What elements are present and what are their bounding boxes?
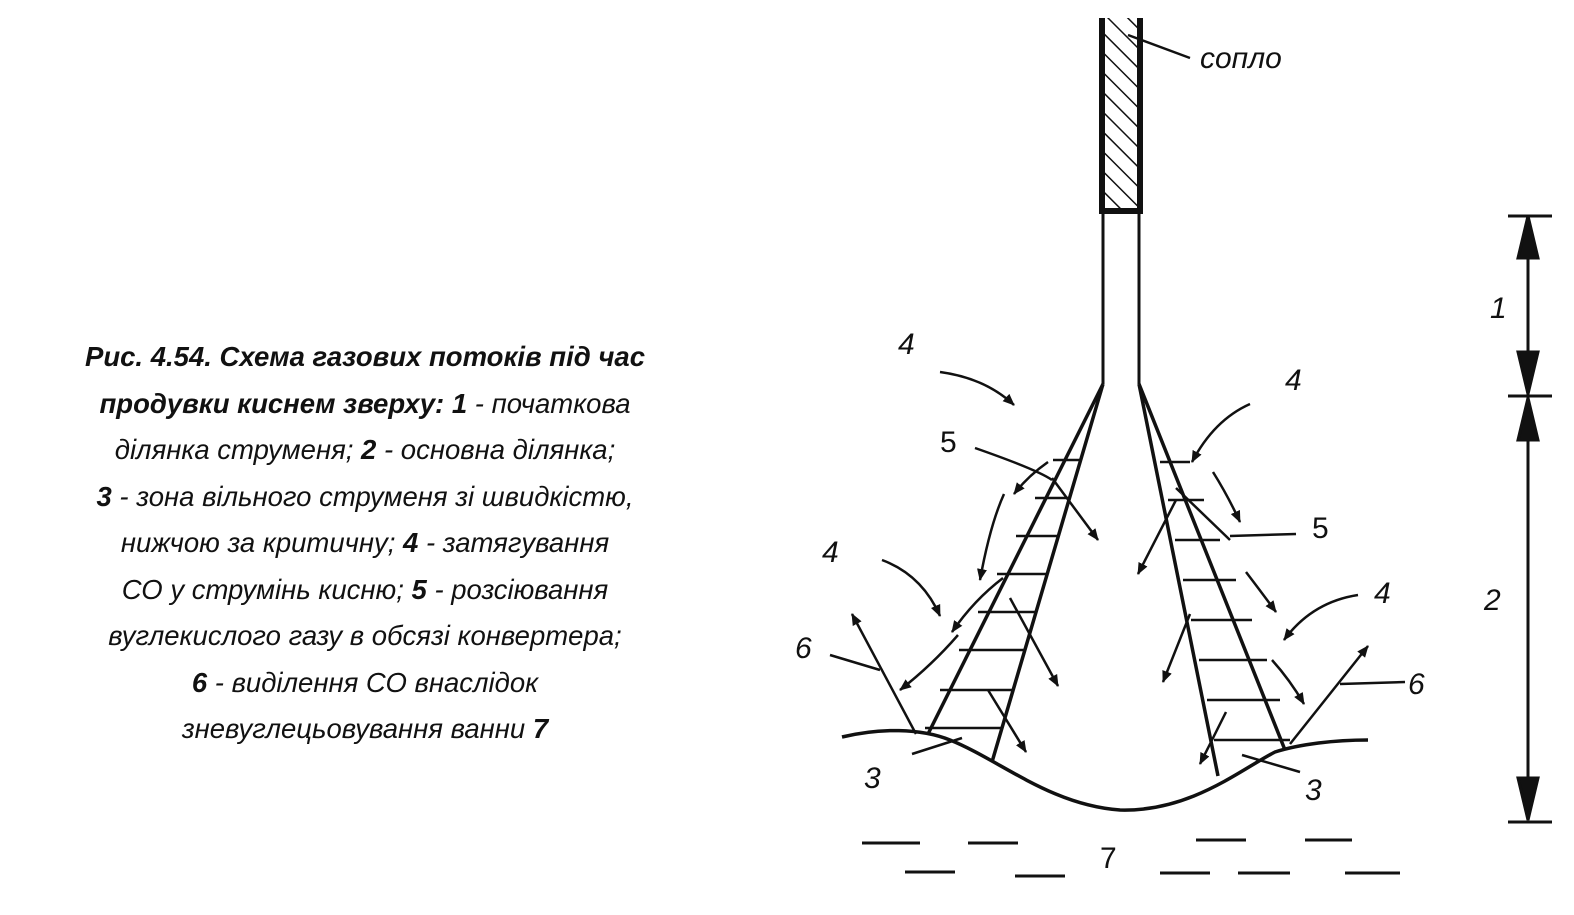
arrow-4-inner-right-1 [1211,471,1242,523]
arrow-4-inner-left-3 [950,577,1004,633]
arrow-5-label-right [1229,532,1297,538]
caption-line-9: зневуглецьовування ванни 7 [181,713,549,744]
co-entrainment-arrows [881,370,1359,705]
label-6-left: 6 [795,632,812,665]
arrow-6-left [850,613,918,735]
label-3-right: 3 [1305,774,1322,807]
nozzle [1099,18,1191,214]
arrow-4-mid-left [881,558,942,617]
arrow-5-right-4 [1175,487,1231,541]
arrow-4-inner-left-4 [899,634,959,691]
zone-2-label: 2 [1483,584,1501,617]
bath-surface [841,728,1369,812]
jet-left-wedge [925,383,1105,763]
arrow-4-inner-right-2 [1245,571,1278,613]
arrow-4-inner-right-3 [1271,659,1306,705]
caption-line-2: продувки киснем зверху: 1 - початкова [99,387,631,419]
caption-line-3: ділянка струменя; 2 - основна ділянка; [114,434,616,465]
caption-line-4: 3 - зона вільного струменя зі швидкістю, [96,480,634,512]
arrow-5-left-2 [1008,597,1060,687]
dimension-line [1508,214,1552,824]
nozzle-label: сопло [1200,42,1282,75]
arrow-5-left-1 [1050,477,1100,541]
label-6-right: 6 [1408,668,1425,701]
label-4-mid-left: 4 [822,536,839,569]
arrow-5-label-left [974,446,1053,482]
bath-dashes [862,838,1400,878]
arrow-4-inner-left-2 [977,493,1006,581]
caption-line-5: нижчою за критичну; 4 - затягування [120,527,610,558]
arrow-5-right-2 [1161,613,1192,683]
label-4-top-right: 4 [1285,364,1302,397]
caption-line-7: вуглекислого газу в обсязі конвертера; [108,620,622,651]
label-4-top-left: 4 [898,328,915,361]
co2-dispersion-arrows [974,446,1297,765]
figure-caption: Рис. 4.54. Схема газових потоків під час… [20,334,710,753]
co-evolution-arrows [829,613,1406,745]
caption-line-8: 6 - виділення СО внаслідок [191,666,539,698]
label-4-mid-right: 4 [1374,577,1391,610]
label-5-left: 5 [940,426,957,459]
arrow-4-inner-left-1 [1013,460,1049,495]
arrow-6-right [1289,645,1369,745]
zone-3-leaders [911,736,1301,774]
arrow-4-top-left [939,370,1015,406]
jet-initial-section [1101,211,1141,384]
caption-line-1: Рис. 4.54. Схема газових потоків під час [85,341,645,372]
jet-right-wedge [1137,383,1290,777]
arrow-5-right-3 [1198,711,1228,765]
arrow-5-left-3 [986,689,1028,753]
label-7-bath: 7 [1100,842,1117,875]
zone-1-label: 1 [1490,292,1507,325]
label-5-right: 5 [1312,512,1329,545]
arrow-5-right-1 [1136,499,1178,575]
caption-line-6: СО у струмінь кисню; 5 - розсіювання [121,573,609,605]
arrow-4-top-right [1190,402,1251,463]
arrow-4-mid-right [1282,593,1359,641]
label-3-left: 3 [864,762,881,795]
